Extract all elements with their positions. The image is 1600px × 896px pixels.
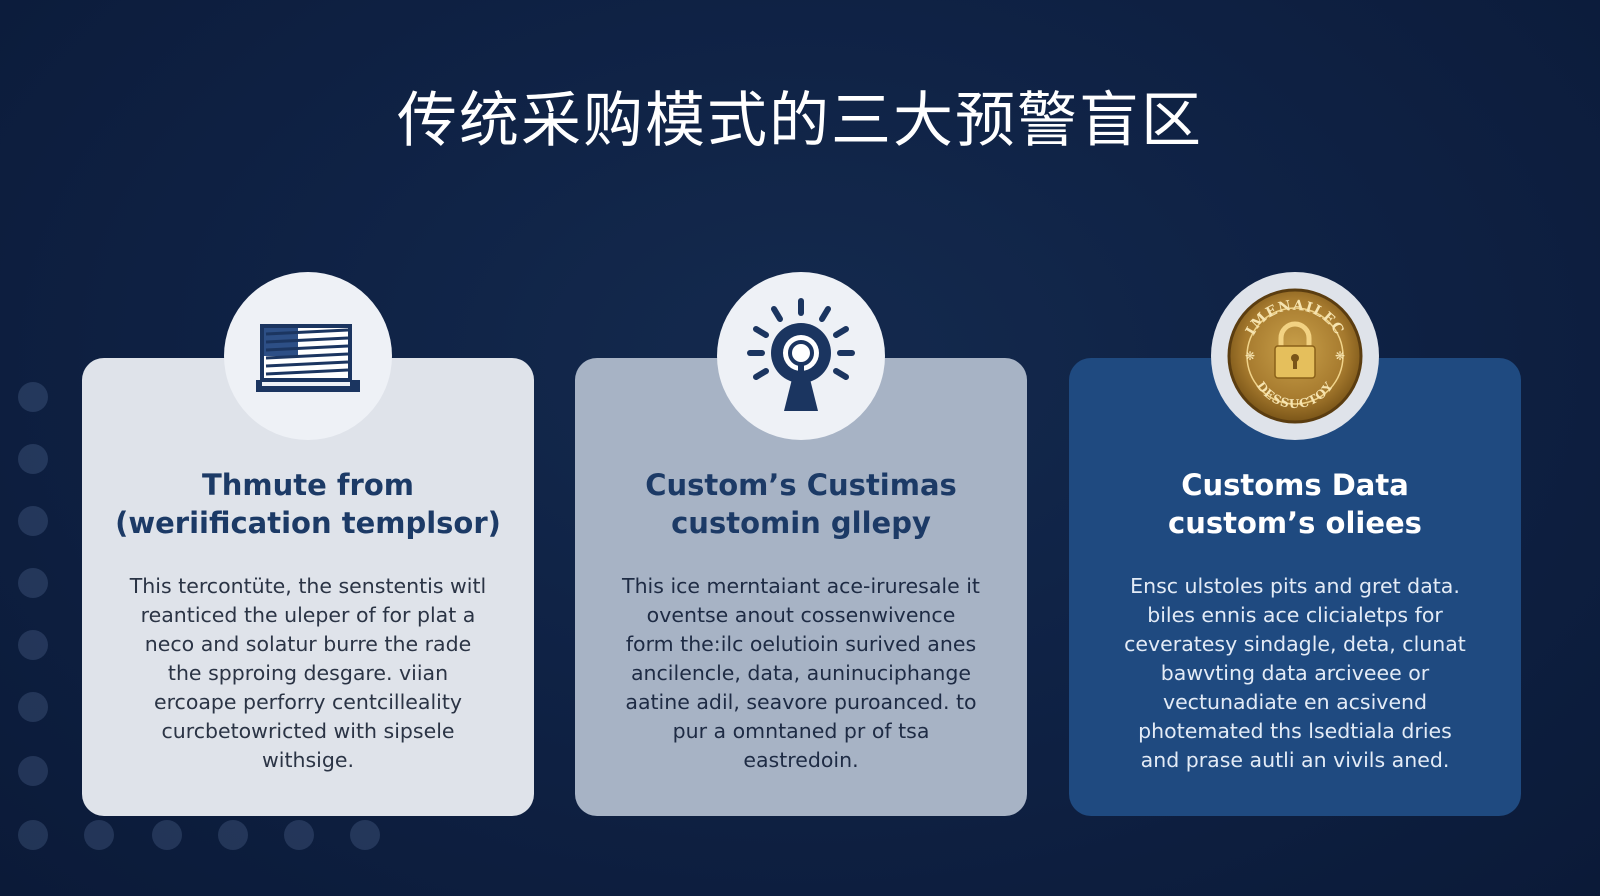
gear-magnifier-icon-badge bbox=[717, 272, 885, 440]
svg-text:❋: ❋ bbox=[1335, 349, 1345, 363]
lock-seal-icon: IMENAILEC DESSUCTOY ❋ ❋ bbox=[1227, 288, 1363, 424]
lock-seal-icon-badge: IMENAILEC DESSUCTOY ❋ ❋ bbox=[1211, 272, 1379, 440]
warning-card-3: Customs Data custom’s oliees Ensc ulstol… bbox=[1069, 358, 1521, 816]
card-body: This ice merntaiant ace-iruresale it ove… bbox=[622, 574, 980, 772]
card-body: This tercontüte, the senstentis witl rea… bbox=[129, 574, 487, 772]
warning-card-2: Custom’s Custimas customin gllepy This i… bbox=[575, 358, 1027, 816]
svg-text:❋: ❋ bbox=[1245, 349, 1255, 363]
gear-magnifier-icon bbox=[747, 298, 855, 411]
book-icon bbox=[256, 324, 360, 392]
book-icon-badge bbox=[224, 272, 392, 440]
card-title: Custom’s Custimas customin gllepy bbox=[645, 468, 957, 540]
card-title: Customs Data custom’s oliees bbox=[1168, 468, 1422, 540]
page-title: 传统采购模式的三大预警盲区 bbox=[397, 86, 1203, 156]
card-body: Ensc ulstoles pits and gret data. biles … bbox=[1124, 574, 1466, 772]
card-title: Thmute from (weriification templsor) bbox=[115, 468, 501, 540]
